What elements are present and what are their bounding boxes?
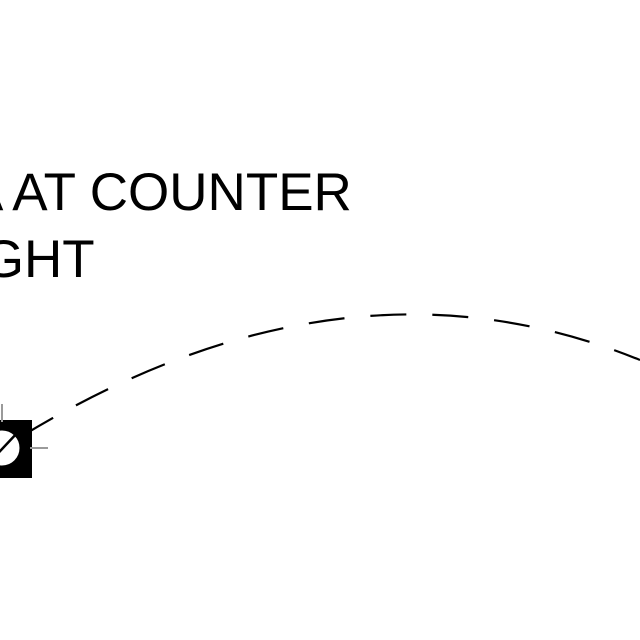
annotation-line-1: A AT COUNTER [0,163,352,222]
dashed-arc-connector [21,313,640,437]
fixture-ring [0,427,23,469]
fixture-slash [0,431,19,454]
ceiling-fixture-symbol-icon [0,404,48,478]
annotation-line-2: IGHT [0,230,95,289]
